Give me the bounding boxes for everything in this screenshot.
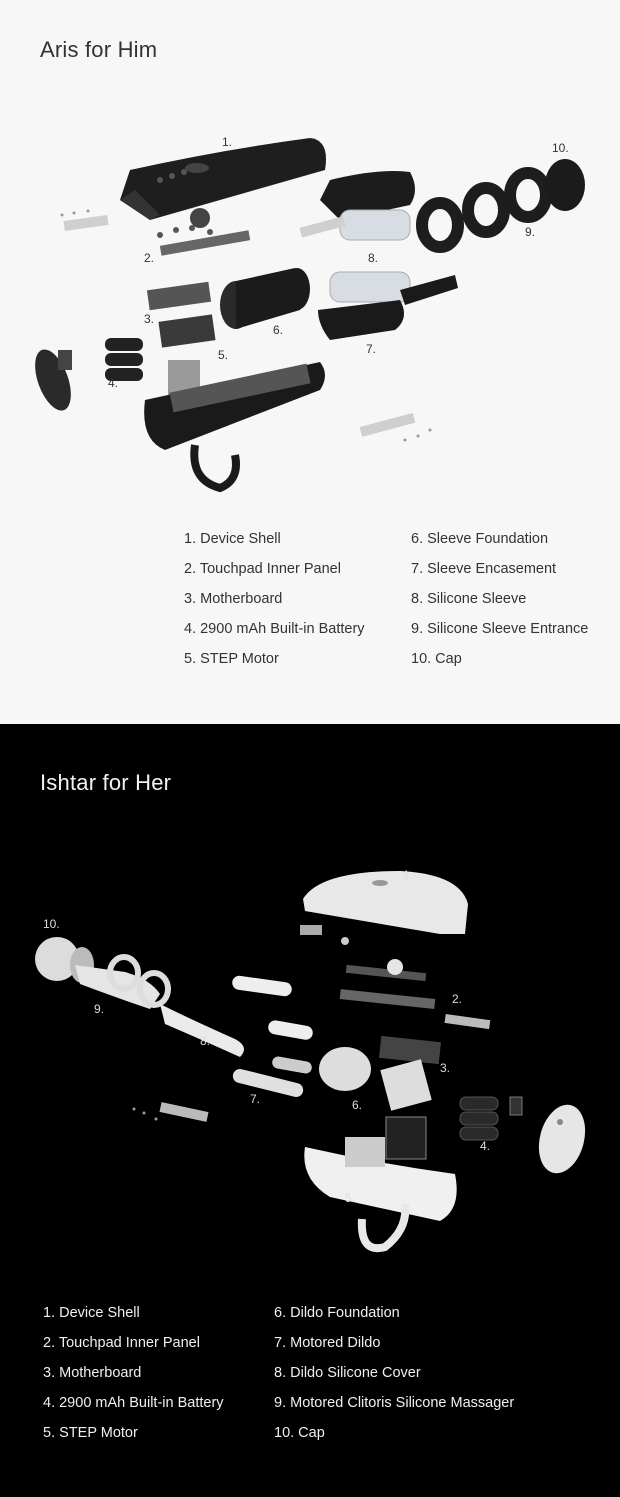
ishtar-exploded-diagram: 1. 2. 3. 4. 5. 6. 7. 8. 9. 10. xyxy=(35,868,586,1253)
ishtar-legend-right: 6. Dildo Foundation 7. Motored Dildo 8. … xyxy=(274,1298,514,1448)
legend-item: 5. STEP Motor xyxy=(43,1425,138,1441)
legend-item: 1. Device Shell xyxy=(184,531,281,547)
aris-callout-2: 2. xyxy=(144,251,154,265)
aris-callout-9: 9. xyxy=(525,225,535,239)
legend-item: 9. Silicone Sleeve Entrance xyxy=(411,621,589,637)
ishtar-callout-3: 3. xyxy=(440,1061,450,1075)
legend-item: 6. Sleeve Foundation xyxy=(411,531,549,547)
ishtar-callout-4: 4. xyxy=(480,1139,490,1153)
aris-callout-4: 4. xyxy=(108,376,118,390)
ishtar-callout-10: 10. xyxy=(43,917,60,931)
aris-exploded-diagram: 1. 2. 3. 4. 5. 6. 7. 8. 9. 10. xyxy=(35,135,585,493)
legend-item: 3. Motherboard xyxy=(43,1365,142,1381)
ishtar-callout-1: 1. xyxy=(403,868,413,882)
ishtar-callout-9: 9. xyxy=(94,1002,104,1016)
ishtar-callout-2: 2. xyxy=(452,992,462,1006)
aris-legend-right: 6. Sleeve Foundation 7. Sleeve Encasemen… xyxy=(411,524,588,674)
ishtar-callout-6: 6. xyxy=(352,1098,362,1112)
legend-item: 1. Device Shell xyxy=(43,1305,140,1321)
legend-item: 7. Sleeve Encasement xyxy=(411,561,557,577)
legend-item: 6. Dildo Foundation xyxy=(274,1305,400,1321)
aris-legend-left: 1. Device Shell 2. Touchpad Inner Panel … xyxy=(184,524,365,674)
aris-title: Aris for Him xyxy=(40,37,158,62)
legend-item: 2. Touchpad Inner Panel xyxy=(43,1335,200,1351)
ishtar-legend-left: 1. Device Shell 2. Touchpad Inner Panel … xyxy=(43,1298,224,1448)
legend-item: 8. Dildo Silicone Cover xyxy=(274,1365,421,1381)
aris-callout-7: 7. xyxy=(366,342,376,356)
aris-callout-1: 1. xyxy=(222,135,232,149)
aris-callout-6: 6. xyxy=(273,323,283,337)
ishtar-callout-8: 8. xyxy=(200,1034,210,1048)
legend-item: 2. Touchpad Inner Panel xyxy=(184,561,341,577)
legend-item: 10. Cap xyxy=(274,1425,325,1441)
legend-item: 9. Motored Clitoris Silicone Massager xyxy=(274,1395,515,1411)
ishtar-section: Ishtar for Her xyxy=(0,724,620,1497)
aris-callout-10: 10. xyxy=(552,141,569,155)
legend-item: 10. Cap xyxy=(411,651,462,667)
legend-item: 4. 2900 mAh Built-in Battery xyxy=(43,1395,224,1411)
aris-callout-8: 8. xyxy=(368,251,378,265)
legend-item: 5. STEP Motor xyxy=(184,651,279,667)
ishtar-callout-5: 5. xyxy=(345,1191,355,1205)
legend-item: 7. Motored Dildo xyxy=(274,1335,381,1351)
ishtar-callout-7: 7. xyxy=(250,1092,260,1106)
legend-item: 4. 2900 mAh Built-in Battery xyxy=(184,621,365,637)
legend-item: 3. Motherboard xyxy=(184,591,283,607)
ishtar-title: Ishtar for Her xyxy=(40,770,172,795)
aris-section: Aris for Him xyxy=(0,0,620,724)
aris-callout-3: 3. xyxy=(144,312,154,326)
legend-item: 8. Silicone Sleeve xyxy=(411,591,527,607)
aris-callout-5: 5. xyxy=(218,348,228,362)
